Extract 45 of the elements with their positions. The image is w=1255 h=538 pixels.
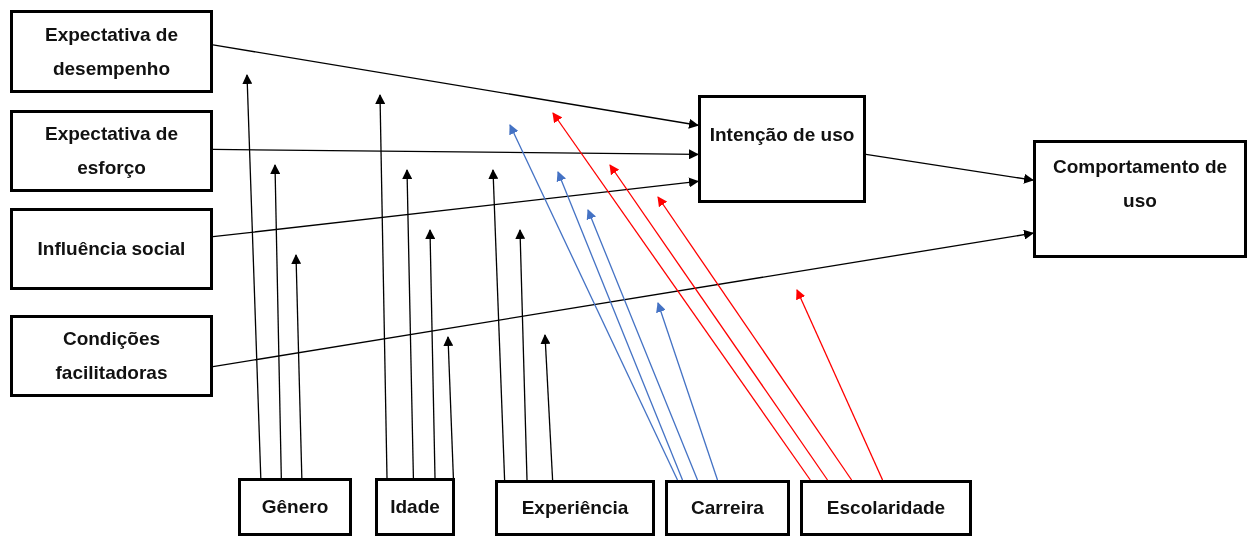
arrow	[509, 124, 679, 481]
arrow	[552, 112, 811, 481]
construct-label: Idade	[390, 495, 440, 519]
construct-label: Influência social	[37, 237, 186, 261]
construct-box	[238, 478, 352, 536]
arrow	[242, 74, 262, 479]
construct-label: Gênero	[261, 495, 329, 519]
arrow	[656, 302, 719, 481]
arrow	[212, 148, 699, 160]
arrow	[796, 289, 884, 481]
arrow	[291, 254, 303, 479]
construct-label: Comportamento de uso	[1051, 155, 1229, 213]
construct-label: Expectativa de esforço	[43, 122, 180, 180]
arrow	[488, 169, 506, 481]
construct-box	[1033, 140, 1247, 258]
arrow	[540, 334, 554, 481]
arrow	[556, 171, 684, 481]
construct-box	[375, 478, 455, 536]
arrow	[515, 229, 528, 481]
construct-label: Carreira	[691, 496, 764, 520]
construct-label: Escolaridade	[826, 496, 946, 520]
construct-box	[10, 315, 213, 397]
construct-label: Intenção de uso	[709, 123, 855, 147]
construct-box	[665, 480, 790, 536]
arrow	[270, 164, 282, 479]
construct-box	[10, 110, 213, 192]
construct-box	[10, 10, 213, 93]
arrow	[375, 94, 388, 479]
arrow	[865, 153, 1034, 184]
construct-label: Expectativa de desempenho	[43, 22, 180, 81]
arrow	[586, 209, 699, 481]
arrow	[609, 164, 829, 481]
construct-label: Condições facilitadoras	[54, 327, 169, 385]
construct-box	[10, 208, 213, 290]
construct-box	[800, 480, 972, 536]
arrow	[425, 229, 436, 479]
arrow	[443, 336, 455, 479]
arrow	[212, 44, 699, 129]
construct-box	[698, 95, 866, 203]
construct-box	[495, 480, 655, 536]
arrow	[402, 169, 415, 479]
arrow	[657, 196, 853, 481]
arrow	[212, 229, 1034, 368]
arrow	[212, 177, 699, 238]
construct-label: Experiência	[521, 496, 629, 520]
